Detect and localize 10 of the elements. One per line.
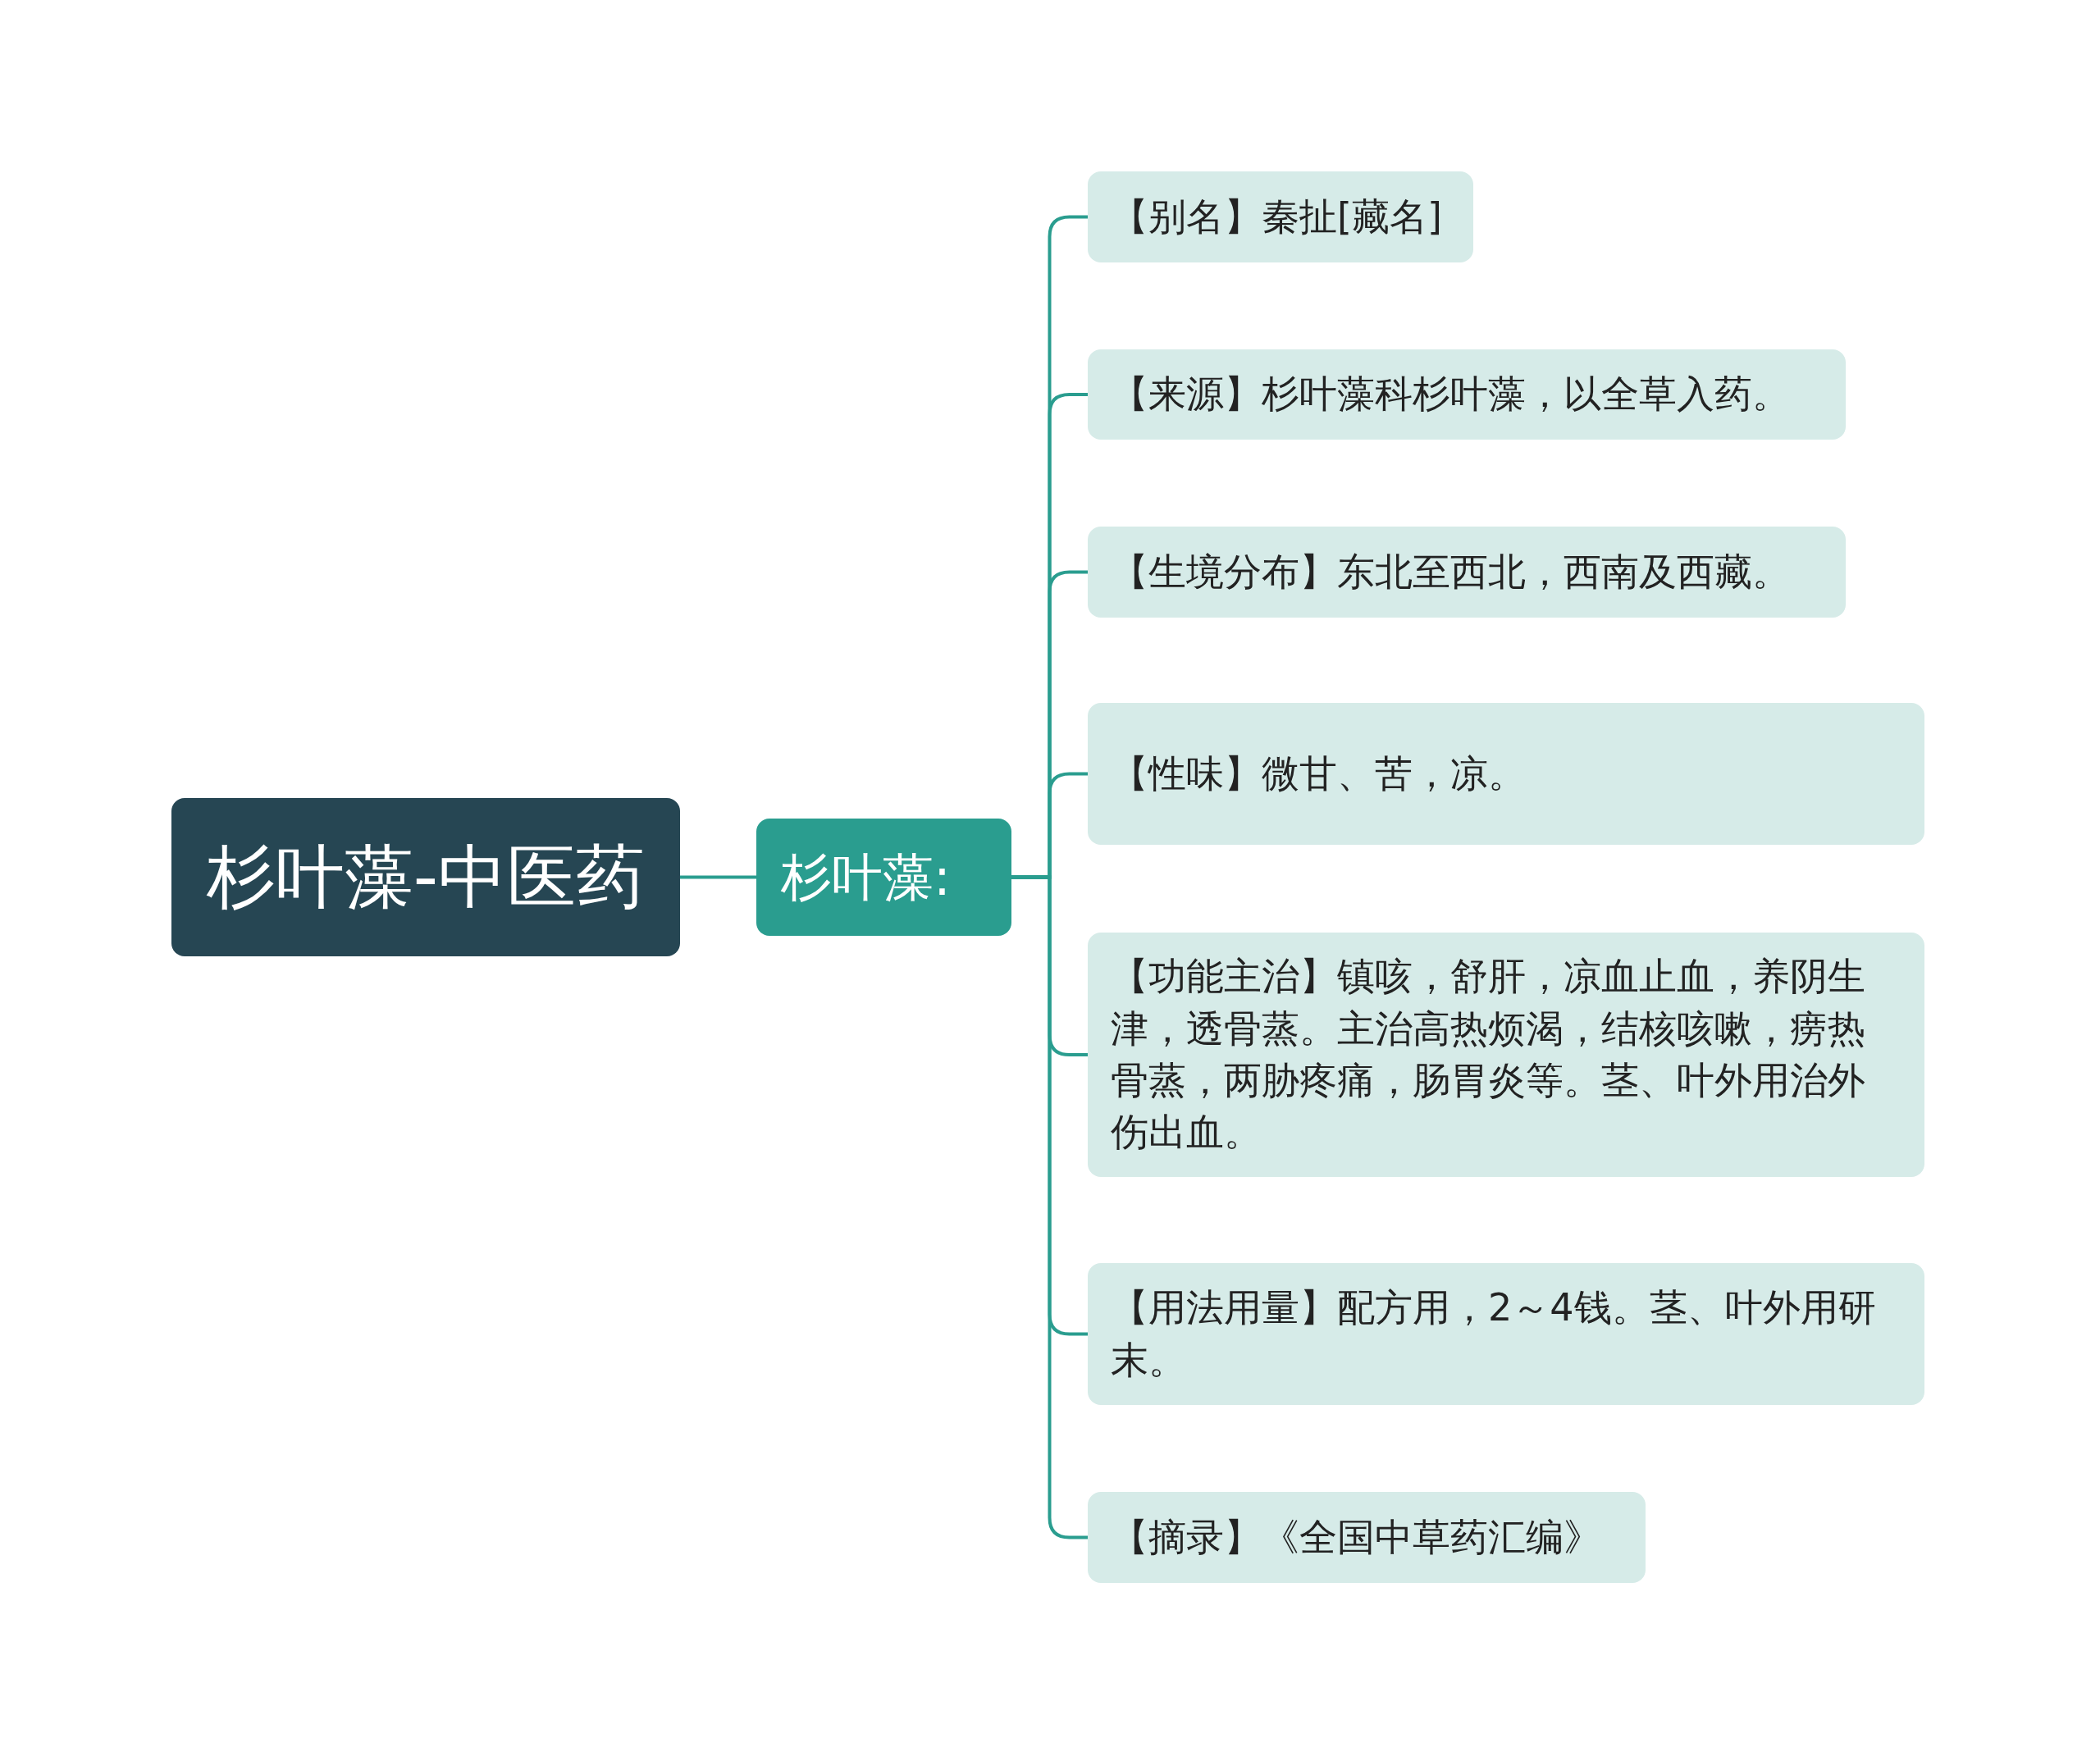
subtopic-box: 【摘录】《全国中草药汇编》 [1088, 1492, 1646, 1583]
subtopic-box: 【性味】微甘、苦，凉。 [1088, 703, 1924, 845]
subtopic-box: 【来源】杉叶藻科杉叶藻，以全草入药。 [1088, 349, 1846, 440]
root-topic-box: 杉叶藻-中医药 [171, 798, 680, 956]
subtopic-box: 【功能主治】镇咳，舒肝，凉血止血，养阴生津，透骨蒸。主治高热烦渴，结核咳嗽，痨热骨蒸，两胁疼痛，肠胃炎等。茎、叶外用治外伤出血。 [1088, 933, 1924, 1177]
main-topic-box: 杉叶藻: [756, 819, 1011, 936]
connector-line [680, 875, 756, 879]
subtopic-box: 【生境分布】东北至西北，西南及西藏。 [1088, 527, 1846, 618]
subtopic-box: 【用法用量】配方用，2～4钱。茎、叶外用研末。 [1088, 1263, 1924, 1405]
subtopic-box: 【别名】秦扯[藏名] [1088, 171, 1473, 262]
